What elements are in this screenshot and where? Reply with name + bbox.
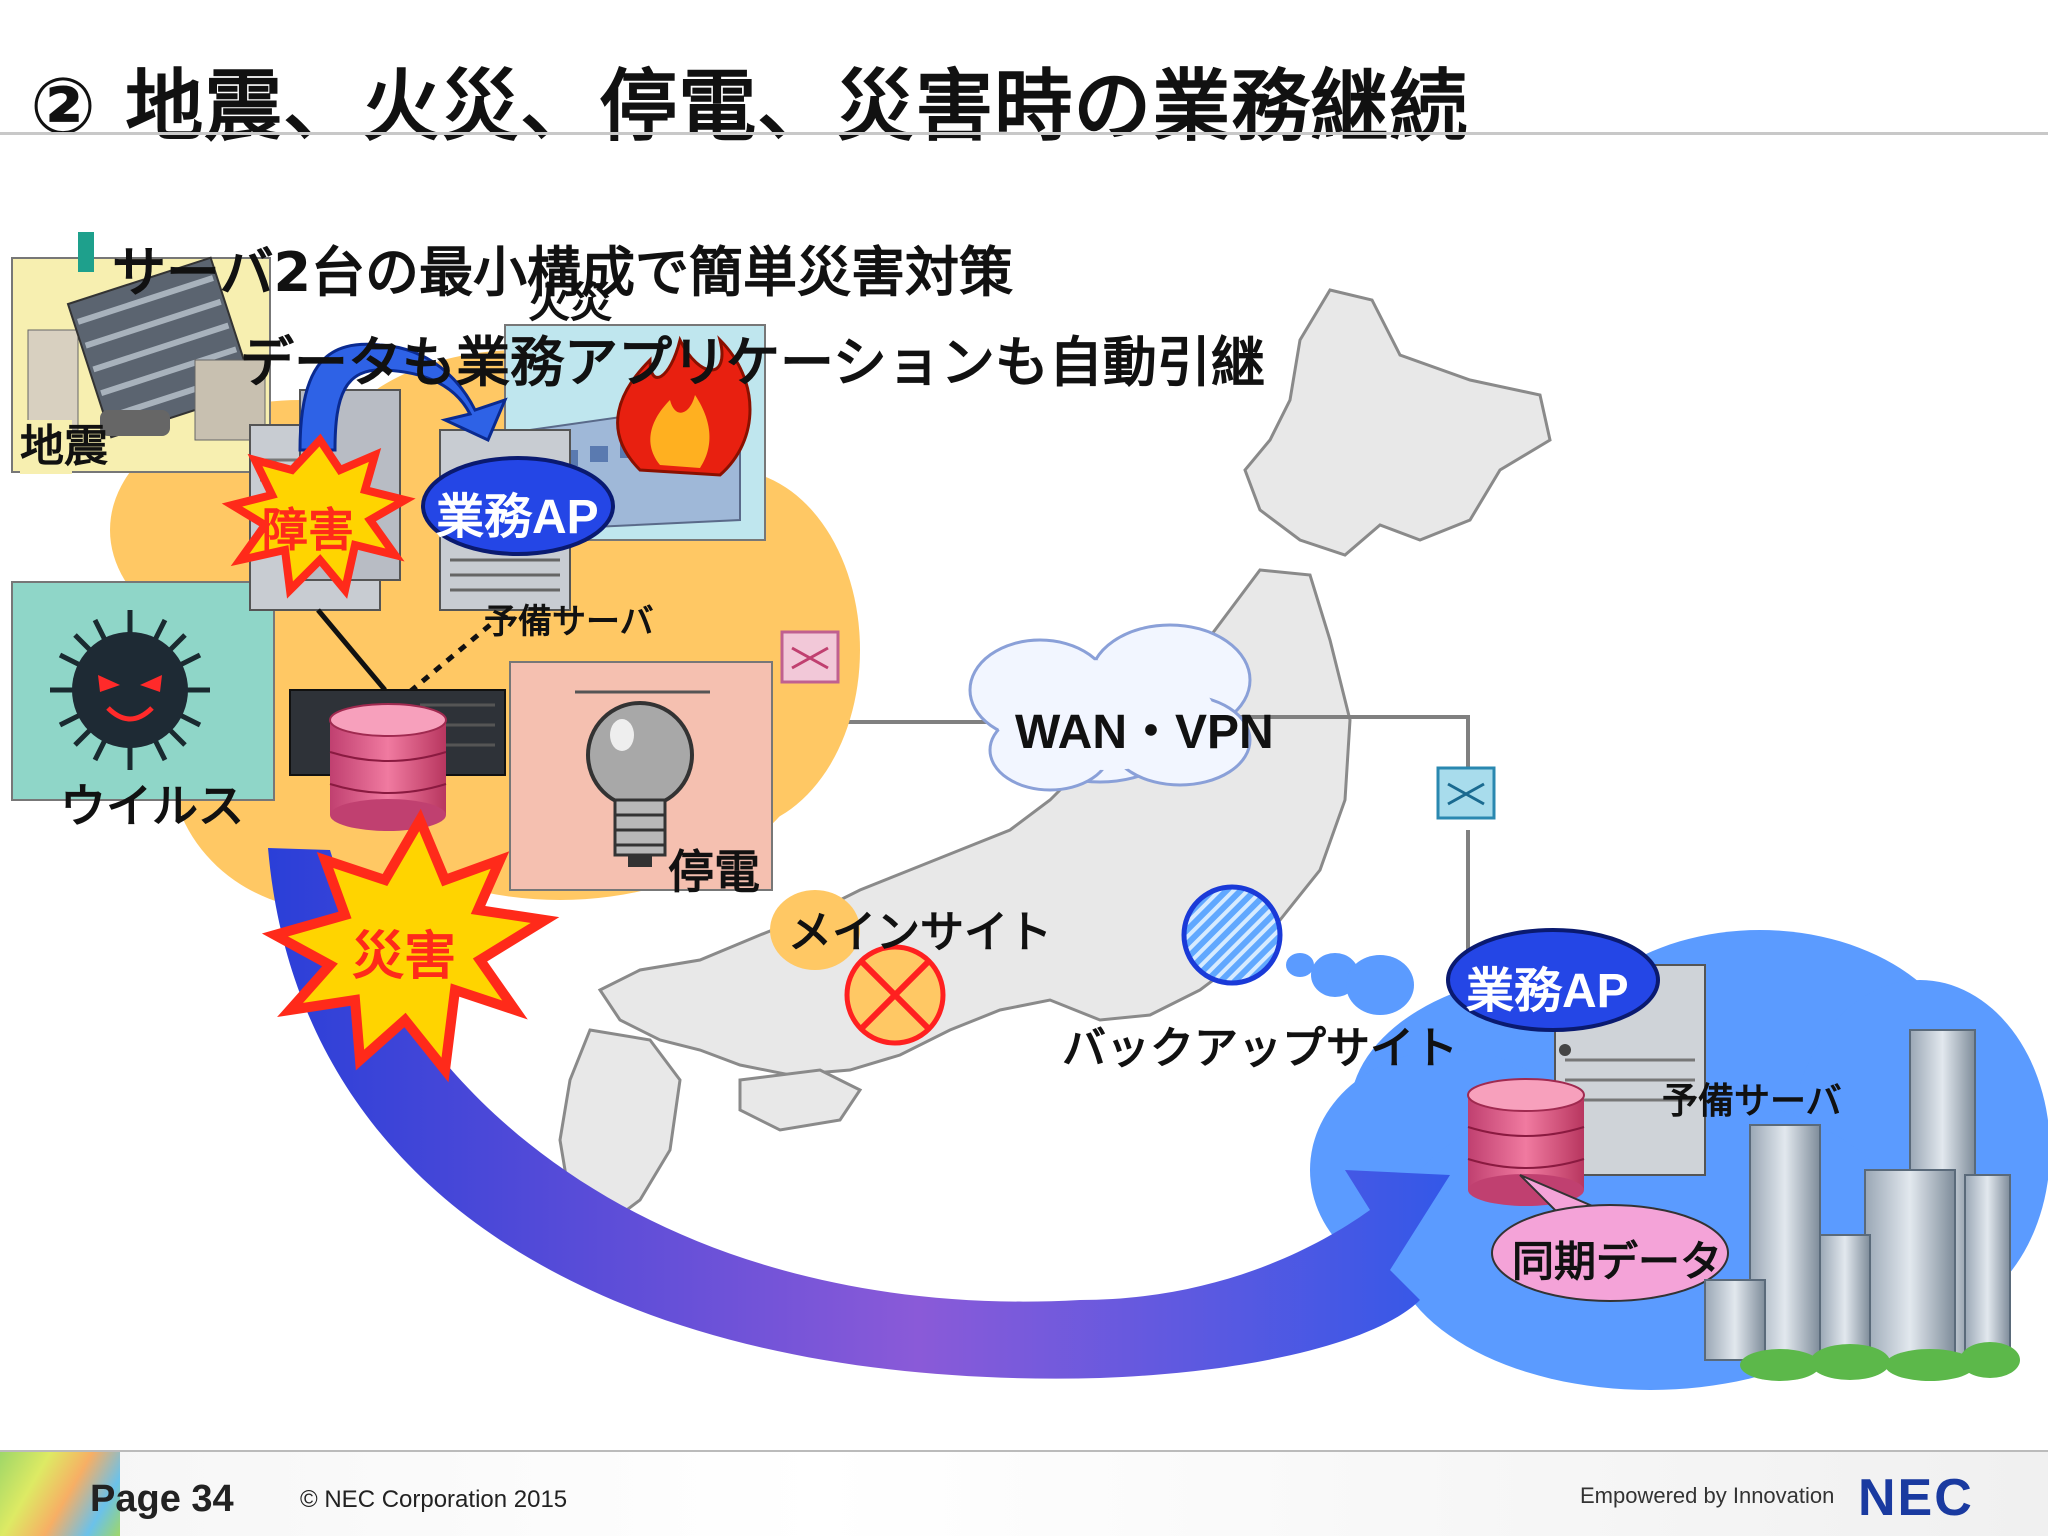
outage-label: 停電 [668,845,760,899]
main-database-icon [329,703,447,831]
backup-site-label: バックアップサイト [1062,1023,1458,1074]
failover-curve-arrow [298,342,508,452]
fire-label: 火災 [528,278,613,327]
disaster-label: 災害 [352,927,457,987]
bullet-2: データも業務アプリケーションも自動引継 [240,331,1265,394]
failure-label: 障害 [262,503,354,557]
page-title: ② 地震、火災、停電、災害時の業務継続 [30,62,1469,152]
wan-label: WAN・VPN [1015,706,1274,759]
tagline: Empowered by Innovation [1580,1483,1835,1508]
nec-logo: NEC [1858,1469,1974,1527]
switch-icon-main [780,630,840,684]
footer-decoration [0,1452,120,1536]
bullet-1: サーバ2台の最小構成で簡単災害対策 [112,241,1014,304]
outage-panel [509,661,773,891]
backup-app-badge [1446,928,1660,1032]
city-buildings [1704,1029,2011,1366]
main-app-badge [421,456,615,556]
virus-panel [11,581,275,801]
backup-standby-label: 予備サーバ [1662,1081,1842,1122]
earthquake-label: 地震 [20,420,108,474]
backup-app-label: 業務AP [1466,965,1629,1018]
backup-site-marker [1181,884,1283,986]
title-divider [0,132,2048,135]
failover-arrow [268,848,1450,1379]
map-shikoku [738,1068,863,1132]
map-hokkaido [1243,288,1552,557]
footer-divider [0,1450,2048,1452]
sync-data-label: 同期データ [1512,1237,1723,1286]
virus-label: ウイルス [60,779,244,833]
failure-burst [221,433,416,599]
footer [0,1452,2048,1536]
copyright: © NEC Corporation 2015 [300,1486,568,1513]
city-trees [1740,1342,2020,1381]
main-site-marker [844,944,946,1046]
switch-icon-backup [1436,766,1496,820]
disaster-burst [261,808,560,1083]
bullet-marker [78,232,94,272]
main-app-label: 業務AP [436,491,599,544]
diagram-canvas [11,256,2048,1390]
backup-database-icon [1467,1078,1585,1206]
main-site-label: メインサイト [788,907,1052,958]
page-number: Page 34 [90,1478,234,1520]
earthquake-panel [11,256,271,473]
sync-data-bubble [1491,1174,1729,1302]
main-standby-label: 予備サーバ [484,602,654,642]
